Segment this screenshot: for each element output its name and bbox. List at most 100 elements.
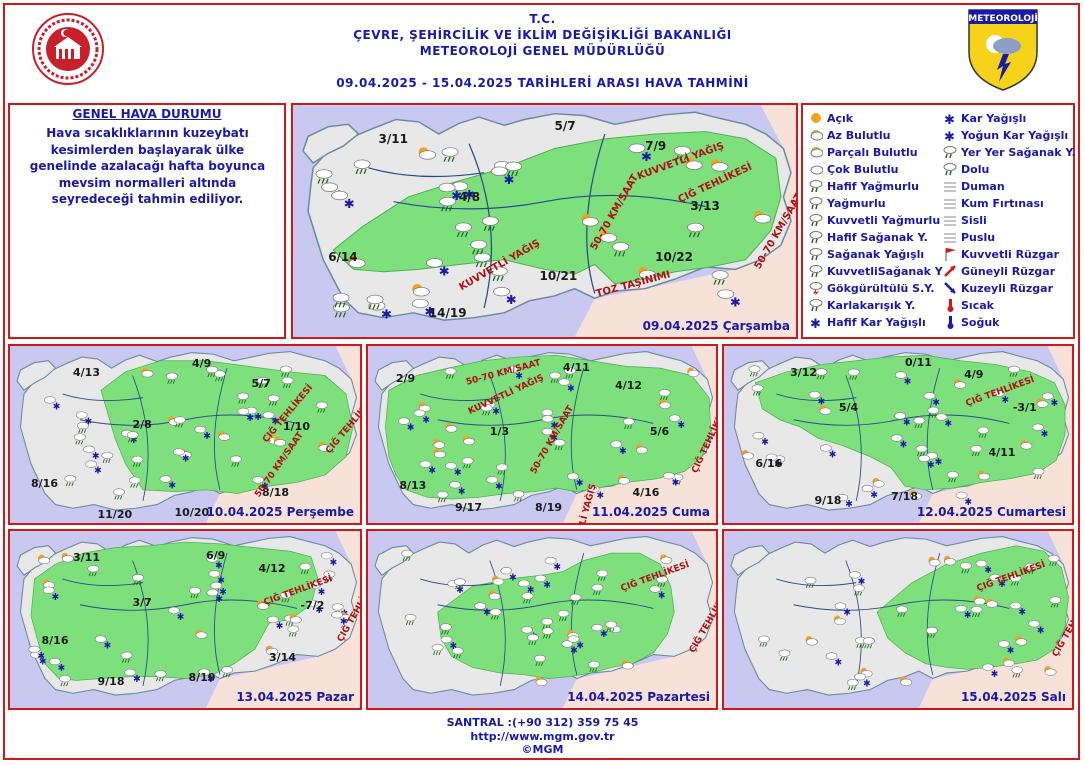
temperature-label: 4/11 xyxy=(988,445,1016,459)
region-border xyxy=(926,367,941,490)
temperature-label: 8/13 xyxy=(399,478,427,492)
thrace-land xyxy=(730,545,771,576)
turkey-map: ✱✱✱✱✱✱✱✱✱✱✱ xyxy=(724,531,1072,708)
snow-icon: ✱ xyxy=(825,652,842,669)
snow-icon: ✱ xyxy=(237,407,254,424)
svg-text:✱: ✱ xyxy=(1037,625,1045,636)
snow-icon: ✱ xyxy=(474,602,491,619)
region-border xyxy=(926,552,941,675)
partly-cloudy-icon xyxy=(638,266,657,280)
rain-icon xyxy=(846,679,859,691)
precipitation-area xyxy=(332,131,782,285)
svg-text:✱: ✱ xyxy=(451,189,462,204)
svg-text:✱: ✱ xyxy=(261,481,269,492)
snow-icon: ✱ xyxy=(997,640,1015,657)
svg-text:✱: ✱ xyxy=(483,607,491,618)
neighbor-land xyxy=(562,531,716,708)
partly-cloudy-icon xyxy=(42,579,55,589)
svg-text:✱: ✱ xyxy=(424,305,435,320)
header-line-1: T.C. xyxy=(529,12,556,26)
rain-icon xyxy=(915,445,928,457)
svg-text:✱: ✱ xyxy=(858,576,866,587)
legend-label: Parçalı Bulutlu xyxy=(827,146,918,159)
snow-icon: ✱ xyxy=(168,606,184,623)
snow-icon: ✱ xyxy=(419,460,436,477)
rain-icon xyxy=(461,457,474,469)
rain-icon xyxy=(656,575,668,588)
temperature-label: 5/6 xyxy=(649,425,670,439)
snow-icon: ✱ xyxy=(765,453,782,470)
rain-icon xyxy=(1024,562,1037,575)
legend-label: Karlakarışık Y. xyxy=(827,299,916,312)
partly-cloudy-icon xyxy=(710,159,729,172)
footer-copyright: ©MGM xyxy=(521,743,564,756)
partly-cloudy-icon xyxy=(1002,657,1015,667)
snow-icon: ✱ xyxy=(717,289,741,311)
partly-cloudy-icon xyxy=(985,598,998,608)
svg-text:✱: ✱ xyxy=(576,640,584,651)
precipitation-area xyxy=(100,360,354,494)
temperature-label: 0/11 xyxy=(904,356,932,370)
temperature-label: 8/19 xyxy=(535,500,563,514)
legend-item: Gökgürültülü S.Y. xyxy=(809,281,935,297)
temperature-label: 5/7 xyxy=(554,118,576,133)
haze-icon xyxy=(943,231,961,244)
footer-url[interactable]: http://www.mgm.gov.tr xyxy=(470,730,615,743)
rain-icon xyxy=(862,637,875,649)
snow-icon: ✱ xyxy=(836,494,853,510)
snow-icon: ✱ xyxy=(943,112,961,125)
snow-icon: ✱ xyxy=(173,448,190,464)
rain-icon xyxy=(444,367,457,379)
svg-text:✱: ✱ xyxy=(509,572,517,583)
temperature-label: 9/18 xyxy=(814,493,842,507)
svg-text:✱: ✱ xyxy=(464,188,475,203)
svg-text:✱: ✱ xyxy=(439,265,450,280)
svg-text:✱: ✱ xyxy=(817,396,825,407)
partly-cloudy-icon xyxy=(38,554,51,565)
map-date: 12.04.2025 Cumartesi xyxy=(916,505,1066,519)
partly-cloudy-icon xyxy=(809,146,827,159)
svg-text:✱: ✱ xyxy=(658,590,666,601)
snow-icon: ✱ xyxy=(541,427,558,444)
rain-icon xyxy=(453,578,466,590)
snow-icon: ✱ xyxy=(628,143,652,165)
svg-text:✱: ✱ xyxy=(458,486,466,497)
snow-icon: ✱ xyxy=(440,635,457,652)
legend-item: KuvvetliSağanak Y xyxy=(809,264,943,280)
partly-cloudy-icon xyxy=(412,283,430,297)
legend-label: Kuvvetli Rüzgar xyxy=(961,248,1060,261)
partly-cloudy-icon xyxy=(492,575,505,586)
svg-text:✱: ✱ xyxy=(935,457,943,468)
svg-text:✱: ✱ xyxy=(1007,645,1015,656)
snow-icon: ✱ xyxy=(567,472,584,489)
svg-text:✱: ✱ xyxy=(1041,429,1049,440)
forecast-map-1: ✱✱✱✱✱✱✱✱✱✱✱3/115/77/94/83/136/1410/2110/… xyxy=(291,103,798,339)
svg-text:✱: ✱ xyxy=(845,499,853,510)
legend-item: Güneyli Rüzgar xyxy=(943,264,1055,280)
legend-item: Açık xyxy=(809,111,853,127)
snow-icon: ✱ xyxy=(206,588,223,605)
rain-icon xyxy=(132,574,144,586)
rain-icon xyxy=(778,649,791,661)
legend-label: Yer Yer Sağanak Y. xyxy=(961,146,1076,159)
legend-label: Hafif Sağanak Y. xyxy=(827,231,928,244)
svg-text:✱: ✱ xyxy=(133,674,141,685)
rain-icon xyxy=(230,455,242,467)
partly-cloudy-icon xyxy=(1036,398,1049,408)
region-border xyxy=(62,393,144,402)
temperature-label: 8/19 xyxy=(188,671,216,685)
snow-icon: ✱ xyxy=(558,378,575,395)
forecast-period: 09.04.2025 - 15.04.2025 TARİHLERİ ARASI … xyxy=(336,76,749,90)
legend-item: Duman xyxy=(943,179,1005,195)
legend-item: Kuvvetli Yağmurlu xyxy=(809,213,940,229)
legend-item: Hafif Yağmurlu xyxy=(809,179,919,195)
snow-icon: ✱ xyxy=(75,411,92,428)
svg-text:✱: ✱ xyxy=(454,467,462,478)
partly-cloudy-icon xyxy=(753,211,772,224)
rain-icon xyxy=(1049,596,1062,608)
snow-icon: ✱ xyxy=(752,432,769,448)
snow-icon: ✱ xyxy=(490,166,514,188)
partly-cloudy-icon xyxy=(256,600,269,610)
legend-item: Az Bulutlu xyxy=(809,128,890,144)
directorate-name: METEOROLOJİ GENEL MÜDÜRLÜĞÜ xyxy=(419,44,666,58)
